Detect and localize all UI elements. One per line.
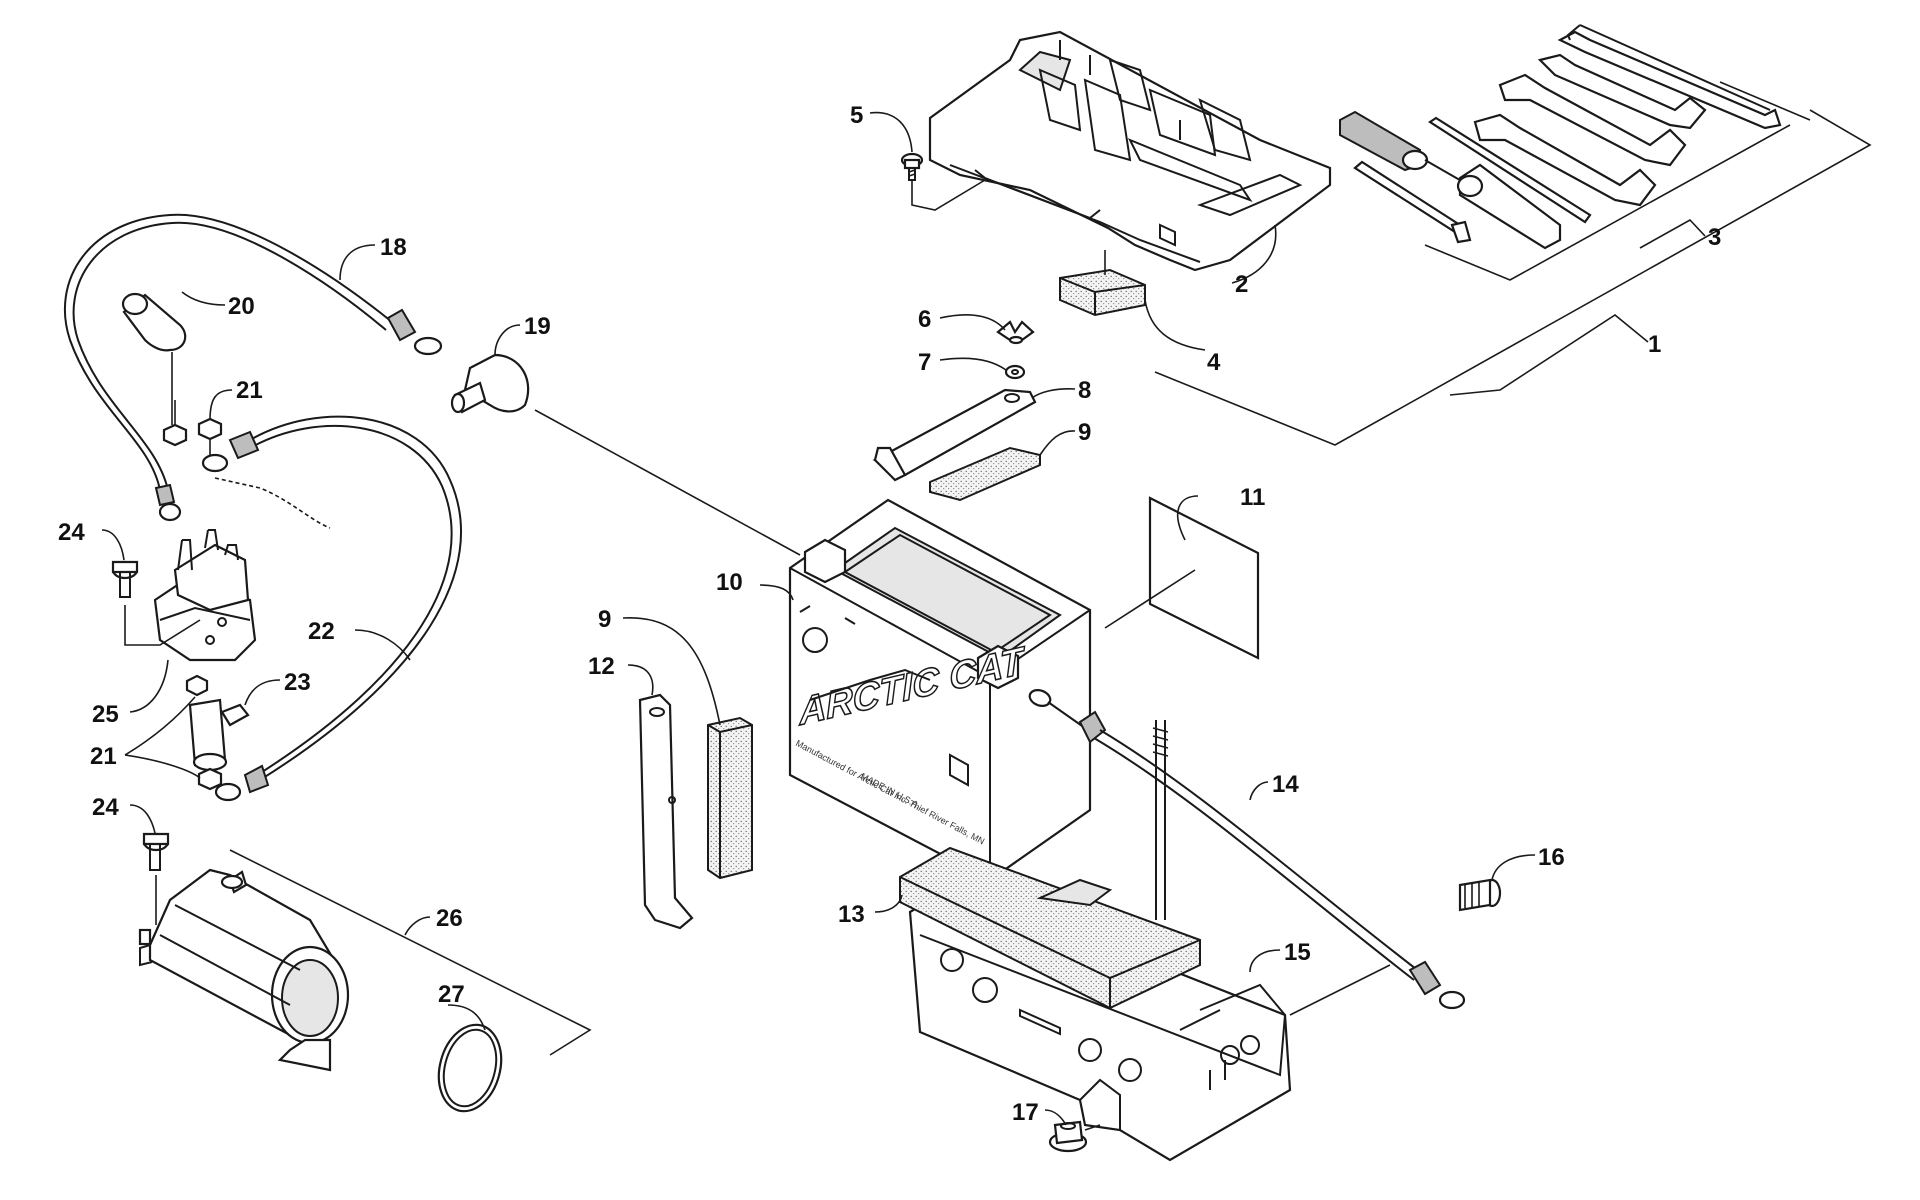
bracket-26 [229, 849, 592, 1056]
nut-21-top-left [162, 423, 188, 447]
callout-9-top: 9 [1078, 419, 1091, 446]
terminal-cap-23 [188, 698, 250, 772]
callout-18: 18 [380, 234, 407, 261]
callout-4: 4 [1207, 349, 1221, 376]
strap-12 [638, 693, 694, 930]
callout-19: 19 [524, 313, 551, 340]
callout-22: 22 [308, 618, 335, 645]
callout-14: 14 [1272, 771, 1299, 798]
foam-pad-9-side [707, 716, 753, 880]
bolt-16 [1458, 878, 1502, 912]
wire-dashed [214, 477, 331, 529]
tool-tray [928, 30, 1332, 272]
screw-5 [900, 152, 924, 181]
nut-21-top-right [197, 417, 223, 441]
foam-pad-9-top [929, 446, 1041, 502]
callout-16: 16 [1538, 844, 1565, 871]
battery-10: ARCTIC CAT Manufactured for Arctic Cat I… [788, 498, 1092, 882]
bolt-24-upper [111, 560, 139, 598]
bolt-24-lower [142, 832, 170, 871]
callout-5: 5 [850, 102, 863, 129]
callout-26: 26 [436, 905, 463, 932]
starter-motor-26 [138, 868, 350, 1072]
callout-2: 2 [1235, 271, 1248, 298]
assembly-brackets [1154, 81, 1872, 446]
tool-kit [1339, 24, 1782, 250]
terminal-boot-19 [450, 353, 530, 414]
battery-label-11 [1148, 496, 1260, 660]
tray-stud [1152, 720, 1169, 920]
starter-solenoid-25 [153, 529, 257, 662]
callout-21-top: 21 [236, 377, 263, 404]
cable-18 [64, 213, 443, 522]
callout-3: 3 [1708, 224, 1721, 251]
nut-21-low [197, 767, 223, 791]
callout-8: 8 [1078, 377, 1091, 404]
callout-9-side: 9 [598, 606, 611, 633]
callout-10: 10 [716, 569, 743, 596]
terminal-cap-20 [121, 292, 187, 352]
foam-pad-13 [899, 846, 1201, 1010]
callout-7: 7 [918, 349, 931, 376]
leader-lines [101, 111, 1706, 1131]
o-ring-27 [437, 1023, 503, 1113]
callout-24-upper: 24 [58, 519, 85, 546]
callout-17: 17 [1012, 1099, 1039, 1126]
callout-11: 11 [1240, 484, 1265, 511]
nut-21-mid [185, 674, 209, 697]
washer-7 [1004, 364, 1026, 380]
foam-pad-4 [1059, 268, 1146, 317]
cable-22 [201, 415, 463, 802]
flange-nut-17 [1048, 1120, 1088, 1153]
callout-25: 25 [92, 701, 119, 728]
callout-24-lower: 24 [92, 794, 119, 821]
callout-21-lower: 21 [90, 743, 117, 770]
callout-27: 27 [438, 981, 465, 1008]
callout-6: 6 [918, 306, 931, 333]
callout-15: 15 [1284, 939, 1311, 966]
callout-13: 13 [838, 901, 865, 928]
callout-1: 1 [1648, 331, 1661, 358]
battery-cable-14 [1028, 689, 1466, 1010]
callout-numbers: 1 2 3 4 5 6 7 8 9 11 10 9 12 13 14 15 16… [58, 102, 1721, 1126]
wing-nut-6 [996, 320, 1035, 345]
callout-12: 12 [588, 653, 615, 680]
callout-23: 23 [284, 669, 311, 696]
callout-20: 20 [228, 293, 255, 320]
